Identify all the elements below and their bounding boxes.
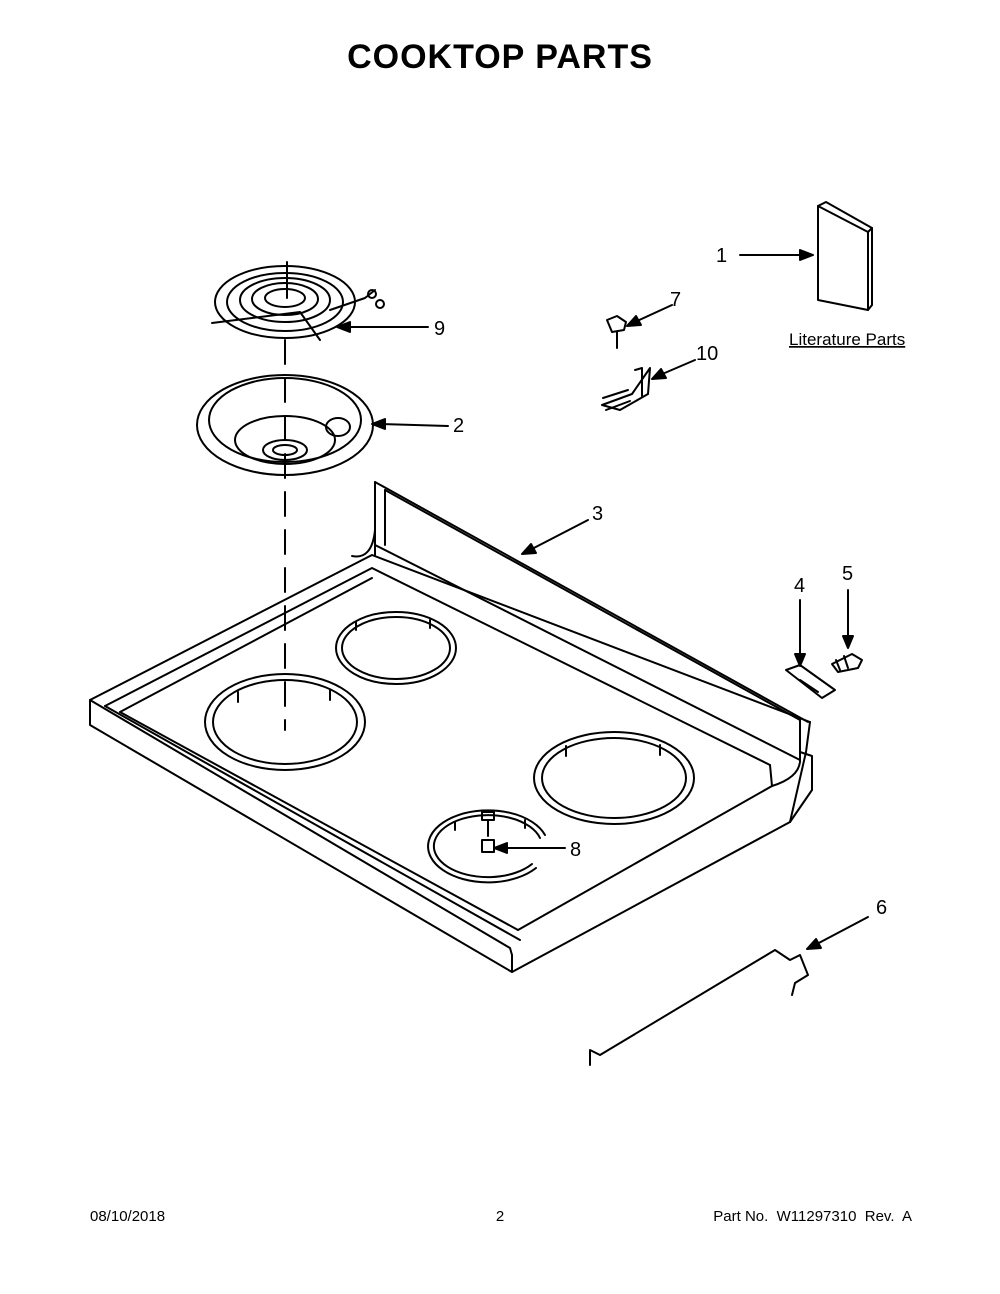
callout-7: 7 — [670, 289, 681, 311]
callout-3: 3 — [592, 503, 603, 525]
surface-element-part-9 — [211, 261, 385, 341]
burner-opening-left-front — [204, 673, 366, 771]
footer-part-number: Part No. W11297310 Rev. A — [713, 1208, 912, 1225]
burner-opening-right-rear — [533, 731, 695, 825]
callout-1: 1 — [716, 245, 727, 267]
callout-2: 2 — [453, 415, 464, 437]
leader-lines — [336, 249, 869, 950]
screw-part-7 — [606, 315, 627, 349]
literature-book-part-1 — [817, 201, 873, 311]
callout-8: 8 — [570, 839, 581, 861]
burner-opening-left-rear — [335, 611, 457, 685]
callout-5: 5 — [842, 563, 853, 585]
burner-opening-right-front — [427, 809, 546, 884]
literature-parts-label: Literature Parts — [789, 330, 905, 349]
callout-6: 6 — [876, 897, 887, 919]
screw-part-5 — [831, 653, 863, 673]
cooktop-main-top — [89, 481, 813, 973]
bracket-part-4 — [785, 664, 836, 699]
terminal-block-part-10 — [601, 367, 651, 411]
screw-part-8 — [481, 811, 495, 853]
footer-page-number: 2 — [495, 1208, 505, 1225]
callout-9: 9 — [434, 318, 445, 340]
callout-10: 10 — [696, 343, 718, 365]
footer-date: 08/10/2018 — [90, 1208, 166, 1225]
callout-4: 4 — [794, 575, 805, 597]
wire-rod-part-6 — [589, 949, 809, 1066]
page-title: COOKTOP PARTS — [347, 38, 653, 76]
